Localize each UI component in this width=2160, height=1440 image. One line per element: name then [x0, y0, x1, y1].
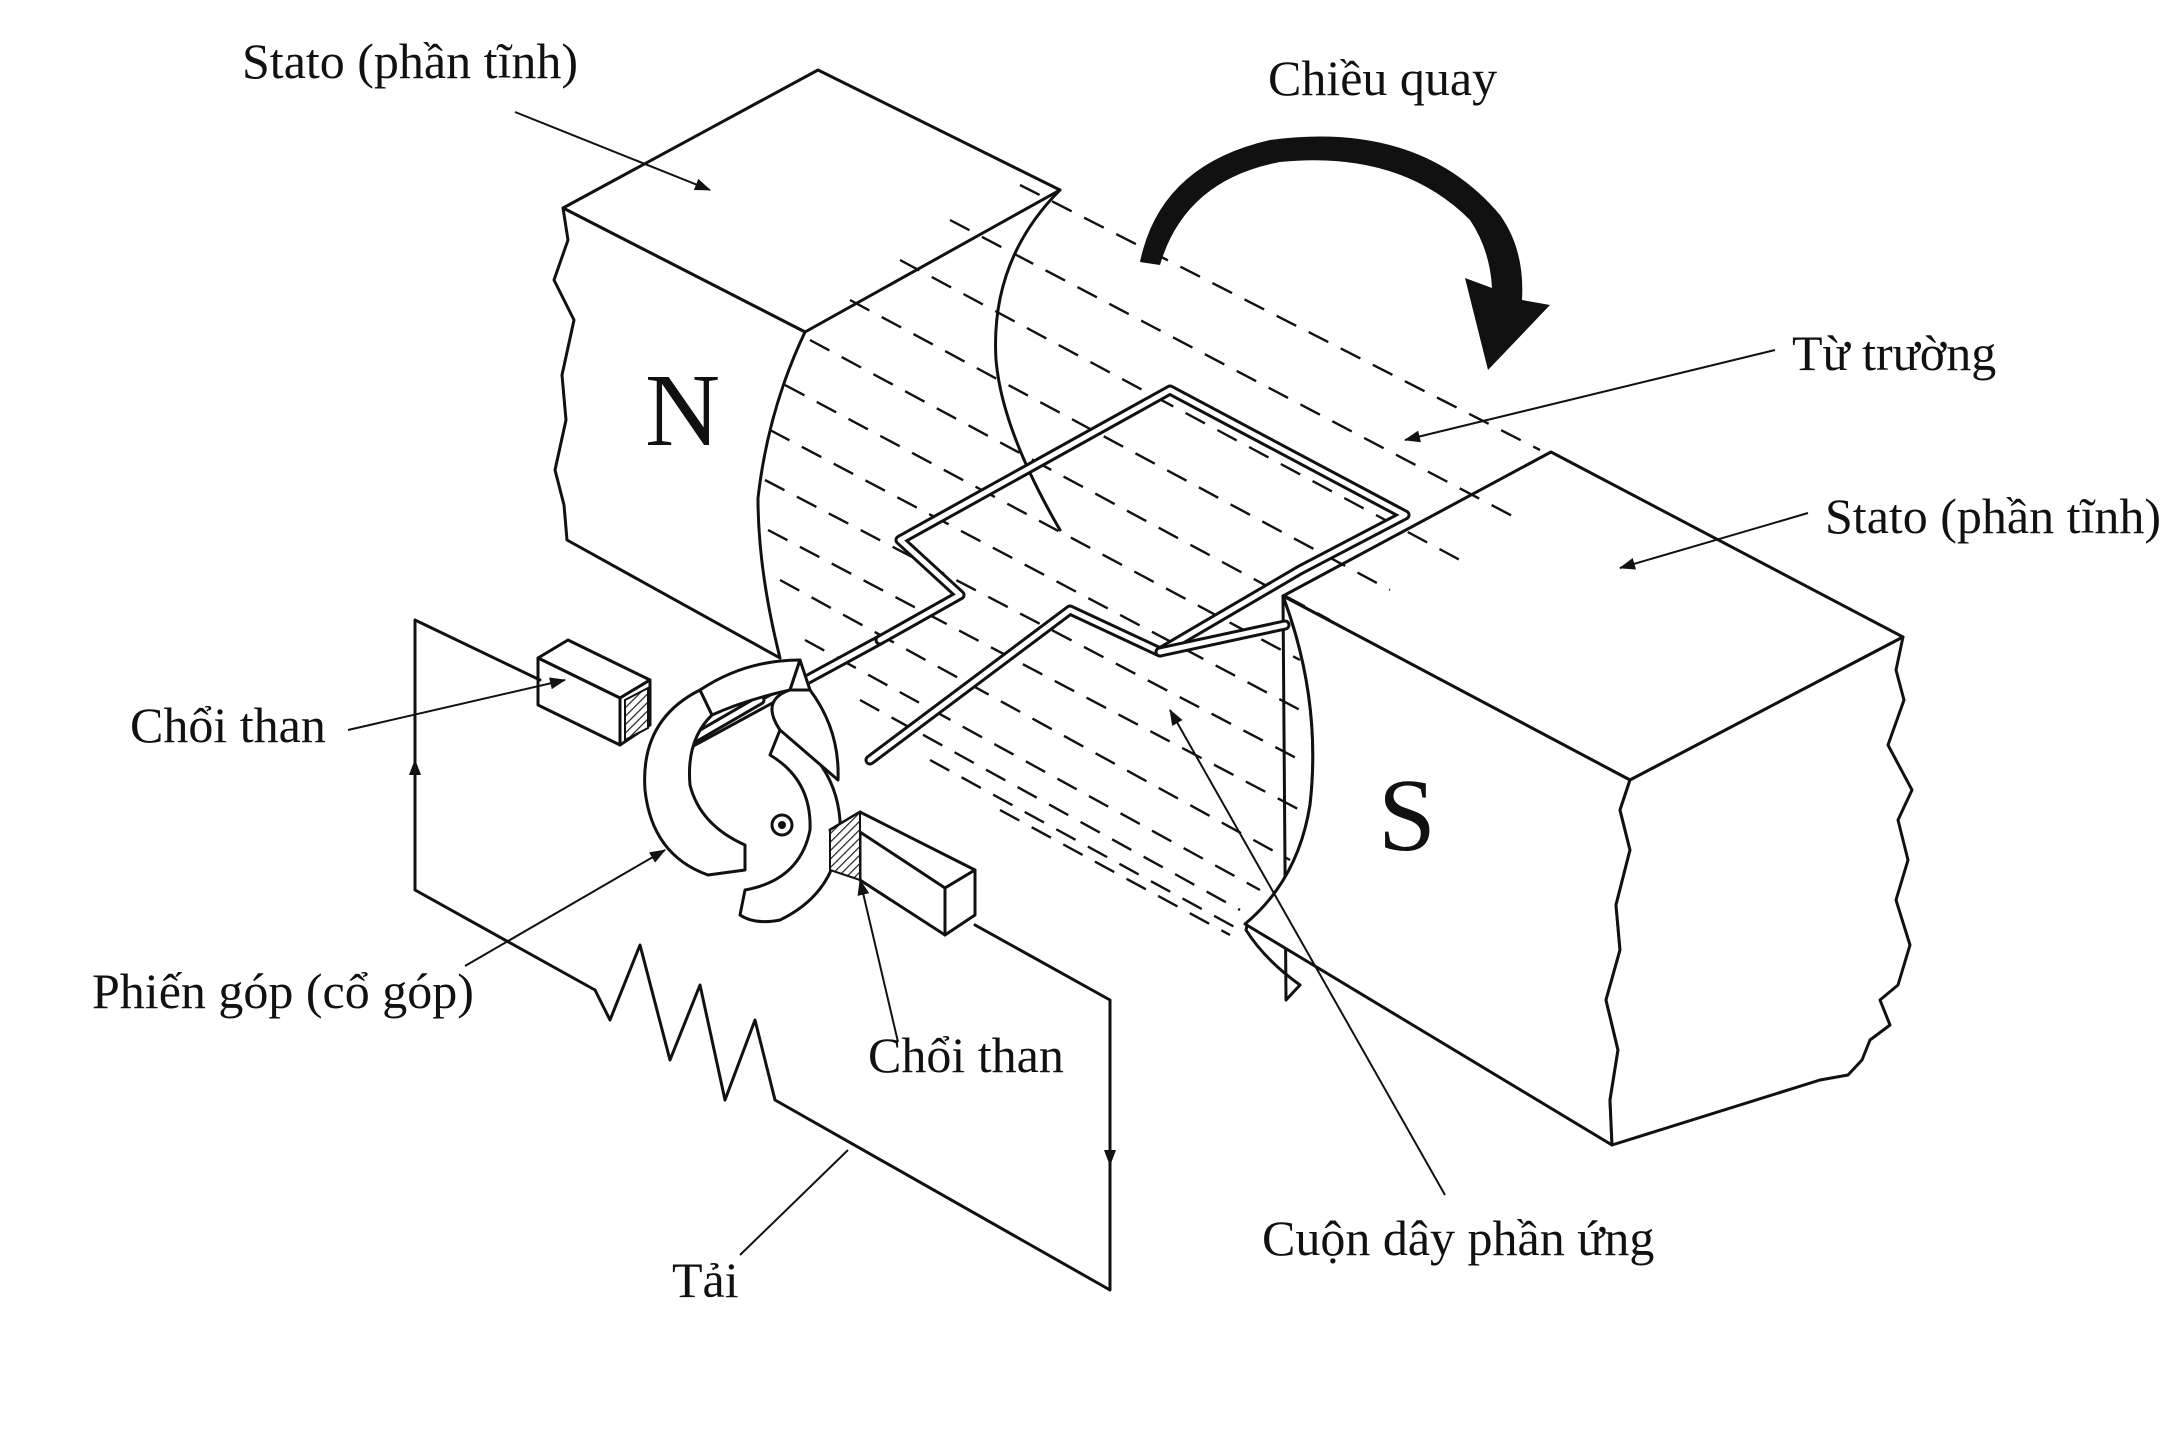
commutator — [643, 658, 842, 924]
magnetic-field-label: Từ trường — [1792, 325, 1996, 381]
brush-upper — [536, 638, 652, 747]
magnetic-field-lines — [764, 183, 1541, 937]
brush-bottom-label: Chổi than — [868, 1027, 1064, 1083]
south-pole-label: S — [1378, 758, 1436, 873]
brush-left-label: Chổi than — [130, 697, 326, 753]
armature-coil-label: Cuộn dây phần ứng — [1262, 1210, 1654, 1266]
rotation-arrow — [1140, 136, 1550, 370]
external-circuit — [409, 618, 1116, 1292]
stator-top-label: Stato (phần tĩnh) — [242, 33, 578, 89]
brush-lower — [828, 810, 977, 937]
load-label: Tải — [672, 1252, 739, 1308]
rotation-label: Chiều quay — [1268, 50, 1497, 106]
south-pole-stator — [1243, 450, 1914, 1147]
north-pole-stator — [552, 68, 1062, 660]
commutator-label: Phiến góp (cổ góp) — [92, 963, 474, 1019]
leader-lines — [347, 111, 1809, 1256]
stator-right-label: Stato (phần tĩnh) — [1825, 488, 2160, 544]
north-pole-label: N — [645, 353, 720, 468]
